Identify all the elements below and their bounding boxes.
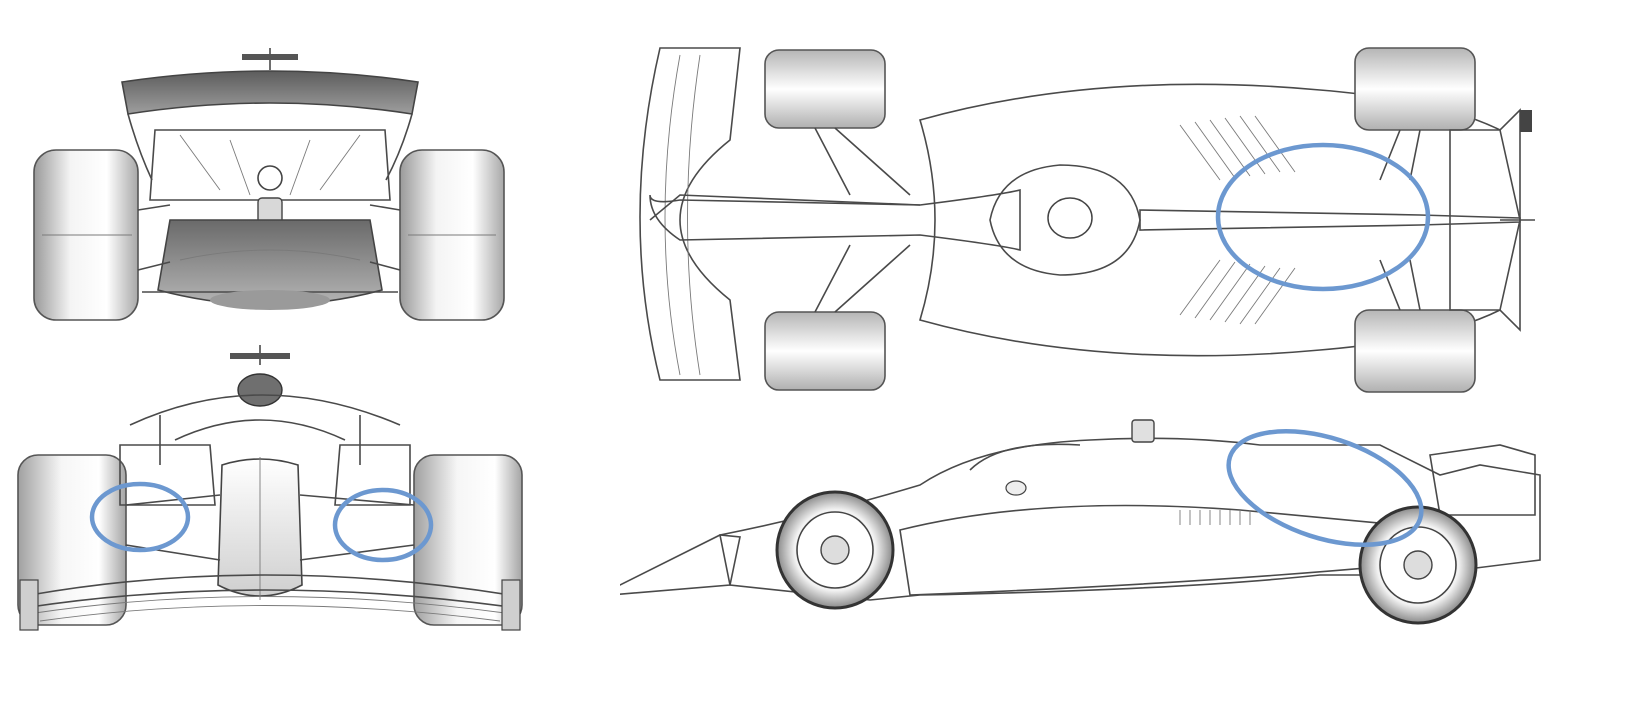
front-right-tyre xyxy=(413,454,523,626)
front-left-tyre-top xyxy=(764,49,886,129)
rear-right-tyre-top xyxy=(1354,309,1476,393)
rear-view-drawing xyxy=(20,30,540,350)
rear-left-tyre-top xyxy=(1354,47,1476,131)
rear-wing-side xyxy=(1429,444,1536,516)
highlight-ellipse-front-left xyxy=(89,481,191,553)
highlight-ellipse-side xyxy=(1226,429,1424,547)
rear-wing-top xyxy=(1449,108,1521,332)
top-view-drawing xyxy=(620,30,1620,410)
highlight-ellipse-top xyxy=(1215,142,1431,292)
side-view-drawing xyxy=(620,415,1620,675)
front-view-drawing xyxy=(10,345,550,675)
front-wing-side xyxy=(620,534,741,595)
front-wing-top xyxy=(639,47,741,381)
highlight-ellipse-front-right xyxy=(332,487,434,563)
body-side xyxy=(719,437,1541,601)
rear-wing xyxy=(121,70,419,115)
chassis-top xyxy=(649,188,1021,252)
front-right-tyre-top xyxy=(764,311,886,391)
